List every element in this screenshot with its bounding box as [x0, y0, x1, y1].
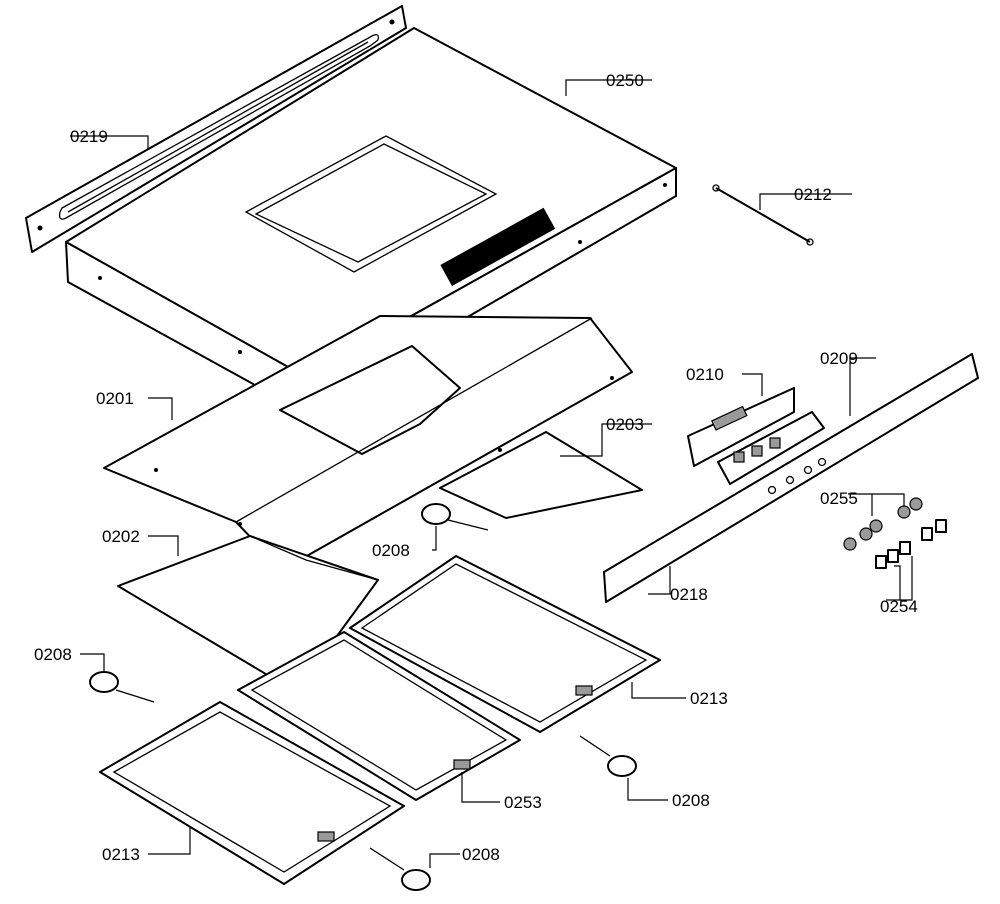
- label-0213-lower: 0213: [102, 845, 140, 864]
- leader-lines: [70, 79, 913, 868]
- label-0210: 0210: [686, 365, 724, 384]
- label-0208-left: 0208: [34, 645, 72, 664]
- part-0212-rod: [712, 184, 814, 246]
- label-0208-bottom: 0208: [462, 845, 500, 864]
- label-0201: 0201: [96, 389, 134, 408]
- label-0208-center: 0208: [372, 541, 410, 560]
- part-0209-switch-module: [717, 411, 825, 485]
- part-0208-lamp-right: [579, 735, 637, 777]
- part-0203-side-plate: [439, 431, 643, 519]
- part-0254-buttons: [875, 519, 947, 569]
- part-0213-filter-lower: [99, 701, 405, 885]
- part-0219-rear-strip: [25, 5, 407, 253]
- label-0218: 0218: [670, 585, 708, 604]
- label-0255: 0255: [820, 489, 858, 508]
- label-0250: 0250: [606, 71, 644, 90]
- part-0208-lamp-center: [421, 503, 489, 531]
- label-0209: 0209: [820, 349, 858, 368]
- label-0212: 0212: [794, 185, 832, 204]
- label-0208-right: 0208: [672, 791, 710, 810]
- label-0254: 0254: [880, 597, 918, 616]
- part-0208-lamp-left: [89, 671, 155, 703]
- part-0213-filter-upper: [349, 555, 661, 733]
- label-0219: 0219: [70, 127, 108, 146]
- label-0203: 0203: [606, 415, 644, 434]
- part-0253-filter-middle: [237, 631, 521, 801]
- part-0208-lamp-bottom: [369, 847, 431, 891]
- label-0213-upper: 0213: [690, 689, 728, 708]
- label-0202: 0202: [102, 527, 140, 546]
- label-0253: 0253: [504, 793, 542, 812]
- part-0218-control-panel: [603, 353, 979, 603]
- part-0255-knobs: [843, 497, 923, 551]
- part-0201-baffle-plate: [103, 315, 633, 571]
- part-0210-bracket: [687, 387, 795, 467]
